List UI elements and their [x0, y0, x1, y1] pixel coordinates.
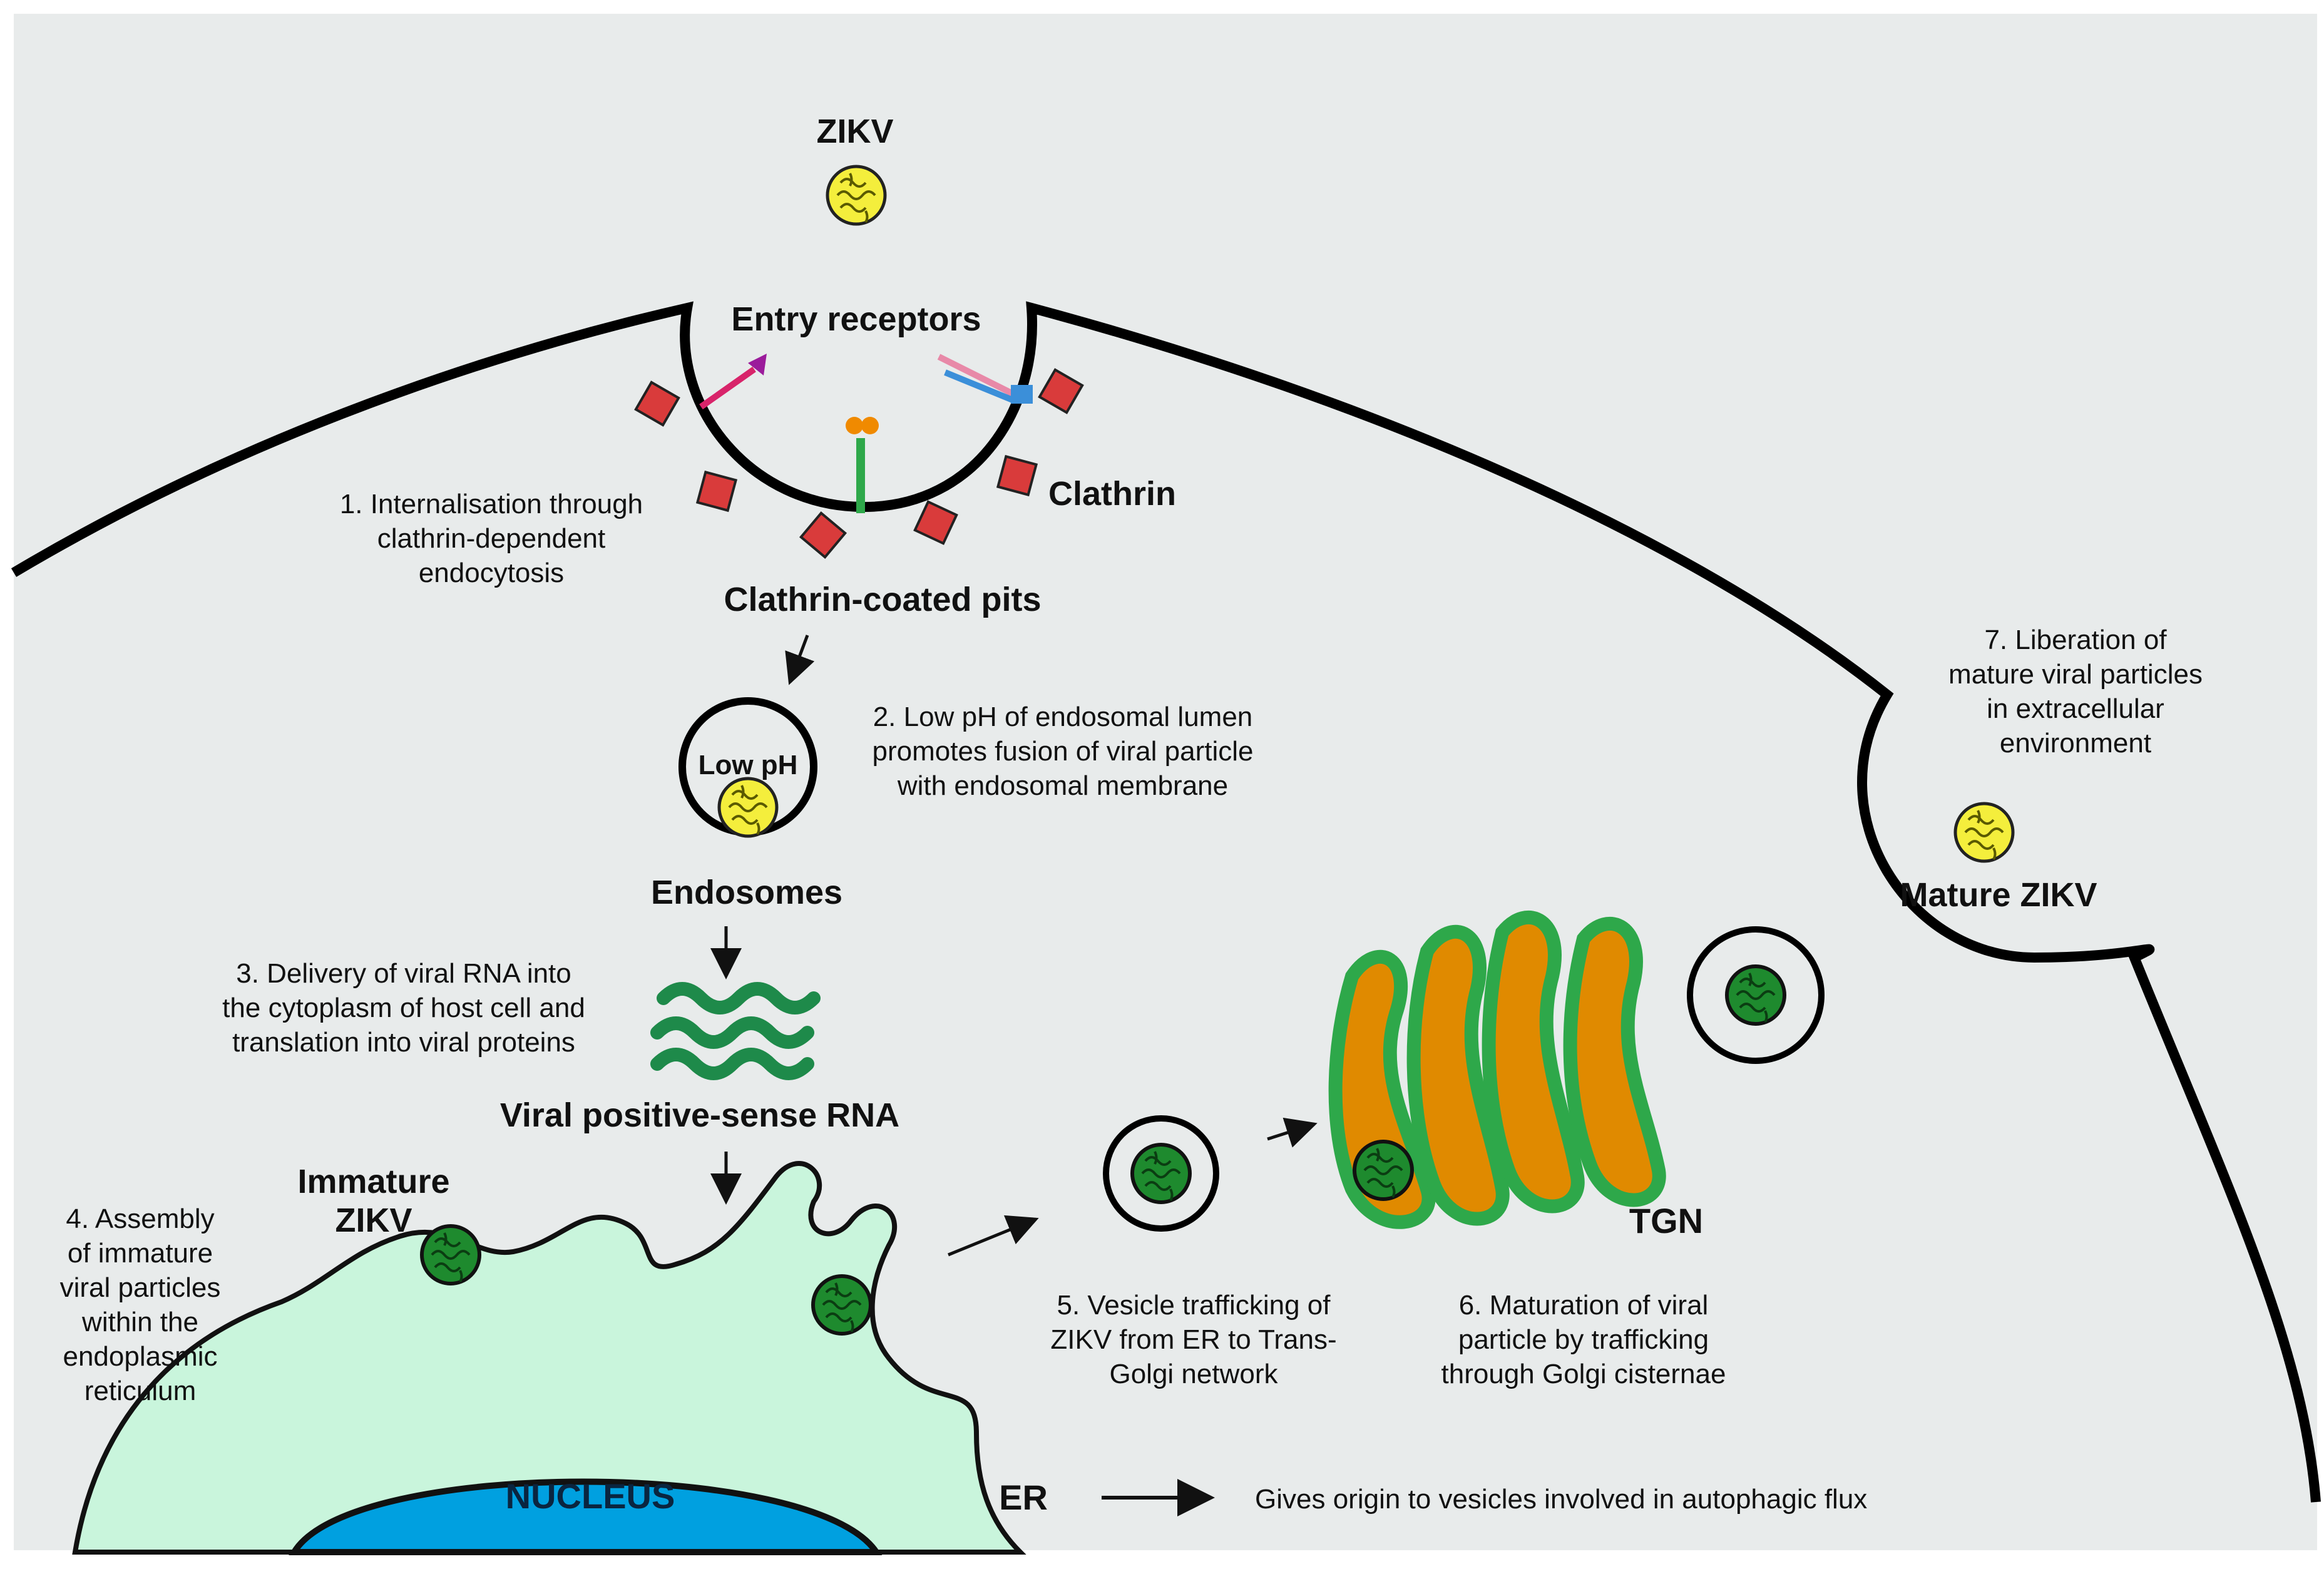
label-er: ER [999, 1478, 1048, 1517]
entry-receptor-icons [699, 354, 1033, 513]
svg-text:viral particles: viral particles [60, 1272, 221, 1303]
svg-text:the cytoplasm of host cell and: the cytoplasm of host cell and [222, 993, 585, 1023]
label-immature-zikv-2: ZIKV [335, 1202, 412, 1239]
svg-text:ZIKV from ER to Trans-: ZIKV from ER to Trans- [1050, 1324, 1336, 1355]
label-clathrin: Clathrin [1048, 475, 1176, 513]
svg-text:endocytosis: endocytosis [419, 558, 564, 588]
svg-text:of immature: of immature [68, 1238, 213, 1269]
immature-zikv-er-1 [422, 1226, 479, 1284]
label-autophagic-note: Gives origin to vesicles involved in aut… [1255, 1484, 1867, 1515]
transport-vesicle [1103, 1115, 1219, 1232]
immature-zikv-er-2 [813, 1276, 871, 1334]
zikv-virus-extracellular [827, 166, 885, 224]
arrow-vesicle-to-golgi [1267, 1117, 1318, 1148]
mature-zikv-virus [1955, 804, 2013, 861]
label-clathrin-coated-pits: Clathrin-coated pits [724, 581, 1041, 618]
svg-text:6. Maturation of viral: 6. Maturation of viral [1459, 1290, 1709, 1321]
svg-text:7. Liberation of: 7. Liberation of [1984, 625, 2167, 655]
svg-text:clathrin-dependent: clathrin-dependent [377, 523, 605, 554]
immature-zikv-vesicle [1132, 1145, 1190, 1202]
svg-text:within the: within the [81, 1307, 198, 1337]
endoplasmic-reticulum [72, 1161, 1026, 1555]
svg-text:endoplasmic: endoplasmic [63, 1341, 217, 1372]
svg-text:with endosomal membrane: with endosomal membrane [897, 770, 1228, 801]
svg-text:1. Internalisation through: 1. Internalisation through [340, 489, 643, 519]
arrow-pit-to-endosome [785, 635, 815, 685]
svg-text:promotes fusion of viral parti: promotes fusion of viral particle [873, 736, 1254, 767]
svg-text:in extracellular: in extracellular [1987, 693, 2164, 724]
step1-caption: 1. Internalisation through clathrin-depe… [340, 489, 643, 588]
zikv-virus-exit-vesicle [1727, 966, 1784, 1024]
svg-text:3. Delivery of viral RNA into: 3. Delivery of viral RNA into [236, 958, 571, 989]
svg-text:environment: environment [2000, 728, 2151, 759]
clathrin-diamonds [634, 368, 1084, 560]
step4-caption: 4. Assembly of immature viral particles … [60, 1204, 221, 1406]
label-viral-rna: Viral positive-sense RNA [500, 1096, 899, 1134]
svg-text:reticulum: reticulum [84, 1376, 197, 1406]
step7-caption: 7. Liberation of mature viral particles … [1948, 625, 2203, 759]
nucleus [289, 1478, 883, 1555]
arrow-er-to-vesicle [948, 1215, 1039, 1257]
label-mature-zikv: Mature ZIKV [1900, 876, 2097, 914]
label-immature-zikv-1: Immature [297, 1163, 449, 1200]
svg-text:2. Low pH of endosomal lumen: 2. Low pH of endosomal lumen [873, 702, 1253, 732]
viral-rna-strands [650, 982, 821, 1080]
zikv-virus-golgi [1354, 1142, 1412, 1199]
svg-text:5. Vesicle trafficking of: 5. Vesicle trafficking of [1057, 1290, 1331, 1321]
step5-caption: 5. Vesicle trafficking of ZIKV from ER t… [1050, 1290, 1336, 1389]
zikv-virus-endosome [719, 779, 777, 836]
svg-text:4. Assembly: 4. Assembly [66, 1204, 214, 1234]
svg-text:particle by trafficking: particle by trafficking [1458, 1324, 1709, 1355]
svg-text:Golgi network: Golgi network [1109, 1359, 1278, 1389]
label-tgn: TGN [1629, 1201, 1703, 1240]
step6-caption: 6. Maturation of viral particle by traff… [1441, 1290, 1726, 1389]
label-endosomes: Endosomes [651, 874, 842, 911]
label-low-ph: Low pH [699, 750, 798, 780]
svg-text:translation into viral protein: translation into viral proteins [232, 1027, 575, 1058]
label-nucleus: NUCLEUS [506, 1476, 675, 1516]
step3-caption: 3. Delivery of viral RNA into the cytopl… [222, 958, 585, 1058]
svg-text:mature viral particles: mature viral particles [1948, 659, 2203, 690]
exit-vesicle [1687, 926, 1825, 1064]
svg-text:through Golgi cisternae: through Golgi cisternae [1441, 1359, 1726, 1389]
cell-membrane [11, 301, 2321, 1503]
label-entry-receptors: Entry receptors [731, 300, 981, 338]
step2-caption: 2. Low pH of endosomal lumen promotes fu… [873, 702, 1254, 801]
label-zikv-top: ZIKV [816, 113, 893, 150]
